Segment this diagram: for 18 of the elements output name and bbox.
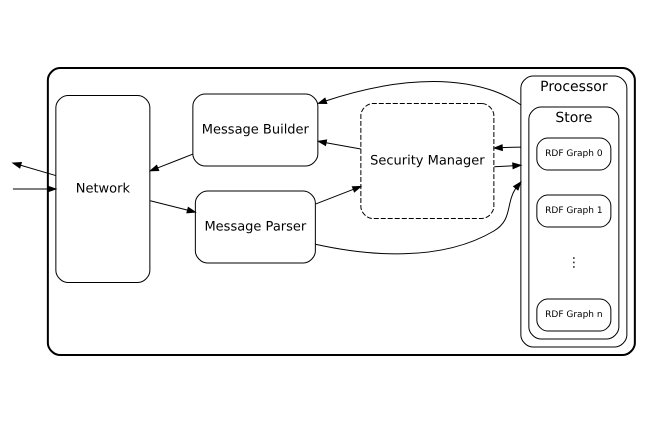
arrow	[148, 154, 194, 172]
node-box: RDF Graph 0	[536, 138, 612, 170]
arrow	[12, 186, 58, 192]
arrow	[316, 139, 362, 150]
node-box: Message Builder	[192, 94, 318, 166]
node-box: RDF Graph n	[536, 298, 612, 332]
node-box: RDF Graph 1	[536, 194, 612, 228]
arrow	[315, 186, 362, 204]
label: ⋮	[567, 255, 580, 270]
arrow	[314, 180, 522, 254]
arrow	[492, 144, 522, 152]
node-box: Message Parser	[194, 190, 316, 264]
arrow	[316, 81, 522, 106]
node-box: Security Manager	[360, 103, 494, 219]
node-box: Network	[55, 95, 150, 283]
arrow	[11, 162, 56, 176]
arrow	[494, 162, 522, 170]
arrow	[150, 200, 197, 214]
